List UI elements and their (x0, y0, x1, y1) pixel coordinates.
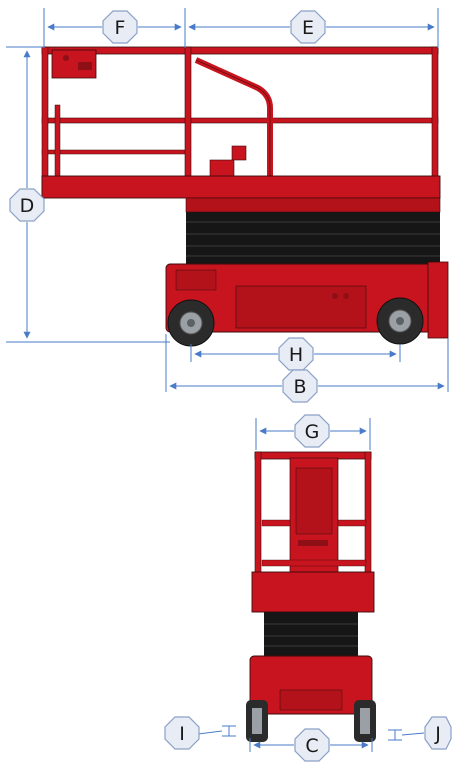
badge-G: G (294, 414, 330, 448)
side-scissor-stack (186, 212, 440, 264)
side-small-box (231, 145, 247, 161)
badge-J: J (424, 716, 452, 750)
badge-E: E (290, 10, 326, 44)
side-ext-bar (54, 104, 61, 178)
label-D: D (20, 195, 35, 217)
side-post-mid (184, 46, 192, 198)
side-wheel-front (167, 299, 215, 347)
label-E: E (302, 17, 314, 39)
side-lower-rail (41, 149, 191, 155)
badge-H: H (278, 337, 314, 371)
label-I: I (179, 723, 185, 745)
dimension-lines (6, 8, 449, 752)
front-view (246, 451, 376, 742)
side-deck (41, 175, 441, 199)
side-rear-bumper (427, 261, 449, 339)
label-C: C (305, 735, 318, 757)
side-mid-rail (41, 117, 439, 124)
badge-F: F (102, 10, 138, 44)
side-post-left (41, 46, 49, 198)
badge-D: D (9, 188, 45, 222)
badge-C: C (294, 728, 330, 762)
label-F: F (115, 17, 126, 39)
front-scissor (264, 612, 358, 656)
label-B: B (293, 376, 306, 398)
label-H: H (289, 344, 303, 366)
dimension-badges: F E D H B G I C (9, 10, 452, 762)
side-top-rail (41, 46, 439, 55)
front-deck (251, 571, 375, 613)
side-post-right (431, 46, 439, 198)
badge-I: I (164, 716, 200, 750)
side-view (41, 46, 449, 347)
label-G: G (305, 421, 320, 443)
badge-B: B (282, 369, 318, 403)
label-J: J (434, 723, 441, 745)
side-wheel-rear (376, 297, 424, 345)
